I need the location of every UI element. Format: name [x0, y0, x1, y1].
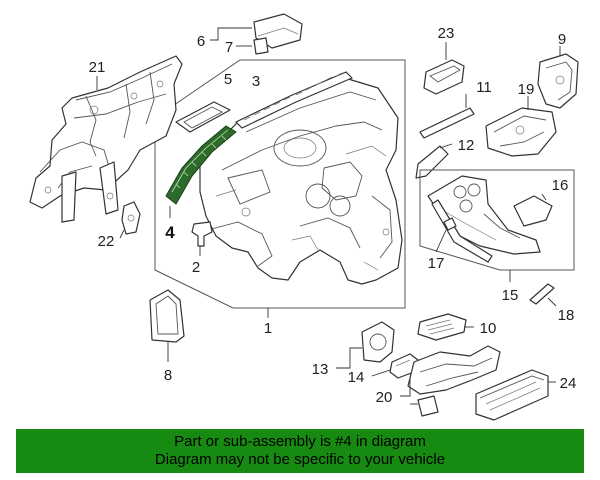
- callout-2: 2: [192, 259, 200, 276]
- bracket-part-7: [253, 37, 269, 55]
- callout-23: 23: [438, 25, 455, 42]
- callout-15: 15: [502, 287, 519, 304]
- console-group-box: [419, 169, 575, 271]
- instrument-panel-part: [199, 77, 403, 285]
- callout-21: 21: [89, 59, 106, 76]
- bracket-part-22: [121, 201, 141, 235]
- callout-14: 14: [348, 369, 365, 386]
- strip-part-18: [529, 283, 555, 305]
- callout-17: 17: [428, 255, 445, 272]
- callout-24: 24: [560, 375, 577, 392]
- callout-6: 6: [197, 33, 205, 50]
- trim-strip-part-11: [419, 107, 475, 139]
- vent-strip-part: [235, 71, 353, 129]
- callout-4: 4: [165, 223, 175, 242]
- callout-9: 9: [558, 31, 566, 48]
- console-trim-part-17: [431, 199, 493, 263]
- notice-banner: Part or sub-assembly is #4 in diagram Di…: [16, 429, 584, 473]
- callout-18: 18: [558, 307, 575, 324]
- leader-18: [547, 297, 557, 307]
- highlighted-part-4: [165, 125, 237, 205]
- leader-16: [541, 193, 547, 201]
- callout-20: 20: [376, 389, 393, 406]
- airbag-module-part-23: [423, 59, 465, 95]
- leader-22: [119, 229, 125, 239]
- notice-line-1: Part or sub-assembly is #4 in diagram: [174, 433, 426, 450]
- air-duct-part-20: [407, 345, 501, 417]
- callout-5: 5: [224, 71, 232, 88]
- leader-17: [435, 229, 447, 253]
- glove-box-panel-part-8: [149, 289, 185, 343]
- callout-3: 3: [252, 73, 260, 90]
- bracket-part-12: [415, 145, 449, 179]
- cross-car-beam-part: [29, 55, 183, 223]
- instrument-panel-group-box: [154, 59, 406, 309]
- end-panel-part-9: [537, 53, 579, 109]
- callout-10: 10: [480, 320, 497, 337]
- console-panel-part-15: [427, 175, 541, 255]
- callout-1: 1: [264, 320, 272, 337]
- control-unit-part-24: [475, 369, 549, 421]
- callout-12: 12: [458, 137, 475, 154]
- leader-20: [400, 378, 411, 397]
- heater-housing-part-13: [361, 321, 395, 363]
- callout-8: 8: [164, 367, 172, 384]
- side-duct-part-19: [485, 107, 557, 157]
- vent-part-10: [417, 313, 467, 341]
- leader-13: [336, 347, 362, 369]
- callout-22: 22: [98, 233, 115, 250]
- callout-11: 11: [476, 79, 492, 96]
- leader-14: [371, 369, 391, 377]
- cover-part-16: [513, 195, 553, 227]
- notice-line-2: Diagram may not be specific to your vehi…: [154, 451, 446, 468]
- leader-12: [439, 143, 453, 149]
- leader-6: [210, 27, 252, 41]
- callout-19: 19: [518, 81, 535, 98]
- vent-trim-part: [175, 101, 231, 133]
- clip-part-2: [191, 221, 213, 247]
- callout-13: 13: [312, 361, 329, 378]
- callout-16: 16: [552, 177, 569, 194]
- callout-7: 7: [225, 39, 233, 56]
